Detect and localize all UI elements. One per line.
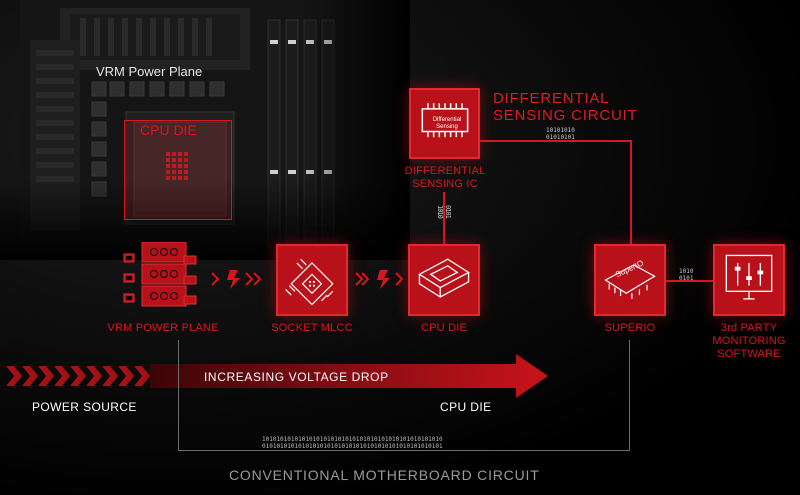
bits-differential-superio: 10101010 01010101 [546, 127, 575, 141]
conventional-line-bottom [178, 450, 630, 451]
differential-title-line1: DIFFERENTIAL [493, 90, 610, 107]
differential-title-line2: SENSING CIRCUIT [493, 107, 638, 124]
voltage-drop-arrow [6, 354, 548, 398]
cpu-die-node [408, 244, 480, 316]
socket-mlcc-node [276, 244, 348, 316]
bits-superio-monitor-line2: 0101 [679, 275, 694, 282]
arrow-vrm-socket [210, 268, 266, 290]
monitoring-label-line3: SOFTWARE [717, 348, 781, 360]
vrm-power-plane-caption: VRM Power Plane [96, 64, 203, 79]
conventional-caption: CONVENTIONAL MOTHERBOARD CIRCUIT [229, 467, 540, 483]
cpu-icon [418, 258, 470, 298]
conventional-line-left-vertical [178, 340, 179, 450]
lightning-arrow-icon [211, 270, 262, 289]
bits-superio-monitor-line1: 1010 [679, 268, 694, 275]
vrm-label: VRM POWER PLANE [107, 322, 219, 334]
superio-label: SUPERIO [604, 322, 656, 334]
bits-differential-line1: 10101010 [546, 127, 575, 134]
superio-node: SuperIO [594, 244, 666, 316]
power-source-label: POWER SOURCE [32, 400, 137, 414]
superio-chip-icon [604, 264, 656, 299]
cpu-die-caption: CPU DIE [140, 122, 197, 138]
monitoring-software-node [713, 244, 785, 316]
cpu-label: CPU DIE [420, 322, 468, 334]
monitoring-label-line1: 3rd PARTY [720, 322, 778, 334]
bits-vertical: 10100101 [436, 205, 452, 220]
differential-ic-label-line2: SENSING IC [412, 178, 478, 190]
monitoring-label: 3rd PARTY MONITORING SOFTWARE [699, 322, 799, 361]
monitoring-label-line2: MONITORING [712, 335, 786, 347]
connector-superio-monitor [666, 280, 713, 282]
voltage-drop-label: INCREASING VOLTAGE DROP [204, 370, 389, 384]
differential-sensing-chip: Differential Sensing [409, 88, 480, 159]
chip-icon [421, 103, 469, 138]
cpu-die-end-label: CPU DIE [440, 400, 492, 414]
vrm-node [118, 241, 198, 310]
differential-ic-label: DIFFERENTIAL SENSING IC [395, 165, 495, 191]
chip-text-line1: Differential [432, 117, 462, 123]
bits-vertical-col2: 0101 [444, 205, 452, 218]
conventional-line-right-vertical [629, 340, 630, 451]
monitor-sliders-icon [725, 254, 773, 300]
connector-diff-horizontal [480, 140, 632, 142]
socket-icon [285, 258, 334, 306]
bits-differential-line2: 01010101 [546, 134, 575, 141]
lightning-arrow-icon [355, 270, 404, 289]
connector-diff-vertical [630, 140, 632, 244]
connector-diff-cpu [443, 192, 445, 244]
bits-vertical-col1: 1010 [436, 205, 444, 218]
bits-superio-monitor: 1010 0101 [679, 268, 693, 282]
cpu-die-grid-icon [166, 152, 188, 180]
differential-ic-label-line1: DIFFERENTIAL [404, 165, 486, 177]
conventional-bits-line2: 0101010101010101010101010101010101010101… [262, 443, 443, 450]
socket-label: SOCKET MLCC [271, 322, 353, 334]
differential-title: DIFFERENTIAL SENSING CIRCUIT [493, 90, 638, 124]
chip-text-line2: Sensing [436, 124, 458, 130]
conventional-bits: 1010101010101010101010101010101010101010… [262, 436, 443, 450]
vrm-chokes-icon [123, 241, 197, 307]
arrow-socket-cpu [354, 268, 410, 290]
conventional-bits-line1: 1010101010101010101010101010101010101010… [262, 436, 443, 443]
